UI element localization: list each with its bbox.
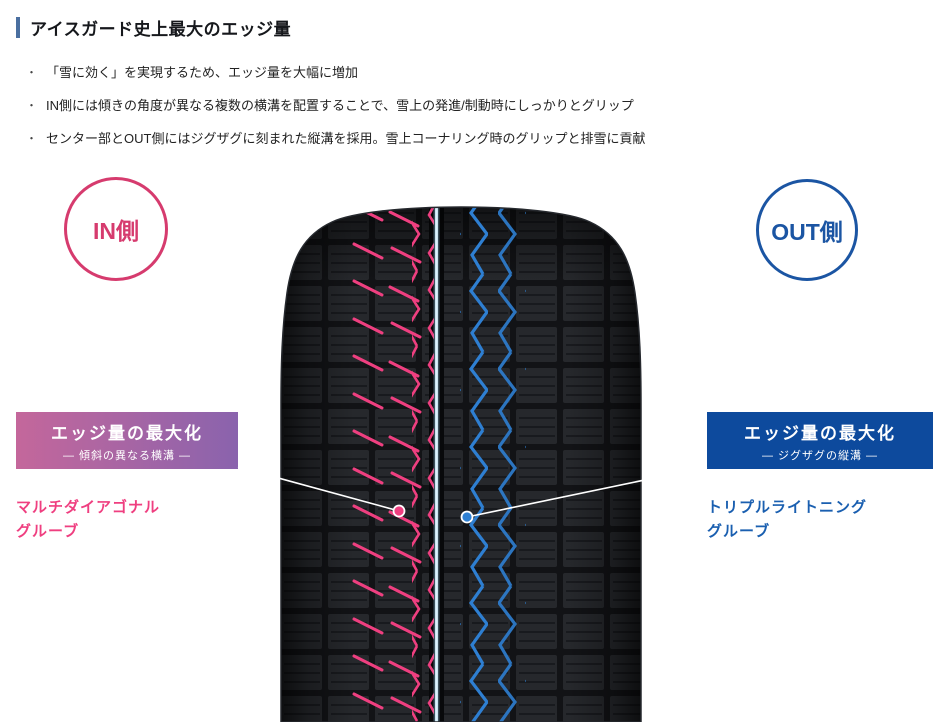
- left-callout-title: エッジ量の最大化: [51, 423, 203, 443]
- right-callout-box: エッジ量の最大化 ― ジグザグの縦溝 ―: [707, 412, 933, 469]
- left-product-line2: グルーブ: [16, 523, 80, 540]
- header-accent-bar: [16, 17, 20, 38]
- right-callout-subtitle: ― ジグザグの縦溝 ―: [761, 449, 879, 462]
- bullet-text: 「雪に効く」を実現するため、エッジ量を大幅に増加: [46, 65, 359, 80]
- page-title: アイスガード史上最大のエッジ量: [30, 20, 292, 39]
- bullet-item: IN側には傾きの角度が異なる複数の横溝を配置することで、雪上の発進/制動時にしっ…: [26, 97, 645, 115]
- out-side-label: OUT側: [771, 219, 843, 245]
- bullet-text: IN側には傾きの角度が異なる複数の横溝を配置することで、雪上の発進/制動時にしっ…: [46, 98, 634, 113]
- bullet-item: センター部とOUT側にはジグザグに刻まれた縦溝を採用。雪上コーナリング時のグリッ…: [26, 130, 645, 148]
- page-header: アイスガード史上最大のエッジ量: [16, 15, 291, 40]
- out-side-badge: OUT側: [756, 179, 858, 281]
- bullet-text: センター部とOUT側にはジグザグに刻まれた縦溝を採用。雪上コーナリング時のグリッ…: [46, 131, 646, 146]
- left-product-name: マルチダイアゴナル グルーブ: [16, 496, 160, 544]
- in-side-label: IN側: [93, 218, 139, 244]
- right-callout-title: エッジ量の最大化: [744, 423, 896, 443]
- right-product-line1: トリプルライトニング: [707, 499, 868, 516]
- left-callout-subtitle: ― 傾斜の異なる横溝 ―: [62, 449, 192, 462]
- left-callout-box: エッジ量の最大化 ― 傾斜の異なる横溝 ―: [16, 412, 238, 469]
- right-product-line2: グルーブ: [707, 523, 771, 540]
- tire-tread-image: [280, 206, 642, 722]
- bullet-list: 「雪に効く」を実現するため、エッジ量を大幅に増加 IN側には傾きの角度が異なる複…: [26, 64, 645, 163]
- in-side-badge: IN側: [64, 177, 168, 281]
- right-product-name: トリプルライトニング グルーブ: [707, 496, 867, 544]
- left-product-line1: マルチダイアゴナル: [16, 499, 161, 516]
- bullet-item: 「雪に効く」を実現するため、エッジ量を大幅に増加: [26, 64, 645, 82]
